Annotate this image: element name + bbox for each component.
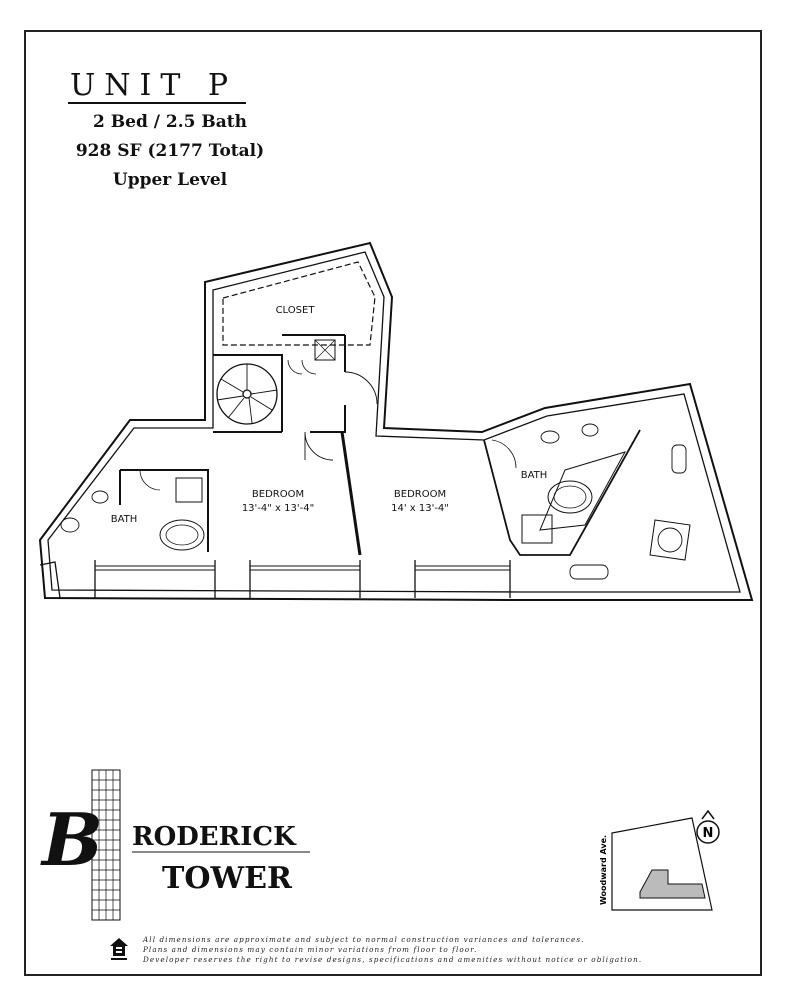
hall-walls <box>282 334 346 433</box>
bedroom-2-label: BEDROOM <box>394 489 446 500</box>
level-label: Upper Level <box>112 170 228 190</box>
north-label: N <box>703 826 714 841</box>
street-label: Woodward Ave. <box>599 835 608 905</box>
equal-housing-icon <box>110 938 128 960</box>
disclaimer: All dimensions are approximate and subje… <box>143 935 642 965</box>
stair-walls <box>213 354 283 433</box>
closet-label: CLOSET <box>276 305 316 316</box>
bedroom-2-size: 14' x 13'-4" <box>391 503 449 514</box>
site-map <box>611 817 720 911</box>
logo-line2: TOWER <box>162 861 293 896</box>
closet-wall <box>222 261 376 346</box>
unit-title: UNIT P <box>70 68 238 103</box>
left-bath-walls <box>119 469 209 552</box>
logo-initial: B <box>40 797 103 882</box>
windows <box>95 565 510 571</box>
right-bath-label: BATH <box>521 470 548 481</box>
bedroom-1-label: BEDROOM <box>252 489 304 500</box>
left-bath-label: BATH <box>111 514 138 525</box>
piers <box>39 560 511 599</box>
bedroom-1-size: 13'-4" x 13'-4" <box>242 503 314 514</box>
square-feet: 928 SF (2177 Total) <box>75 141 265 161</box>
north-arrow-icon <box>696 820 720 844</box>
beds-baths: 2 Bed / 2.5 Bath <box>93 112 247 132</box>
bedroom-partition <box>340 431 362 556</box>
right-bath-walls <box>483 429 641 556</box>
inner-wall <box>47 251 741 593</box>
logo: B RODERICK TOWER <box>40 769 310 921</box>
disclaimer-line-3: Developer reserves the right to revise d… <box>143 955 643 964</box>
disclaimer-line-2: Plans and dimensions may contain minor v… <box>143 945 478 954</box>
title-rule <box>68 102 246 104</box>
outer-wall <box>38 241 754 601</box>
logo-line1: RODERICK <box>132 822 297 852</box>
unit-info: 2 Bed / 2.5 Bath 928 SF (2177 Total) Upp… <box>70 108 270 195</box>
disclaimer-line-1: All dimensions are approximate and subje… <box>143 935 585 944</box>
page-frame <box>24 30 762 976</box>
